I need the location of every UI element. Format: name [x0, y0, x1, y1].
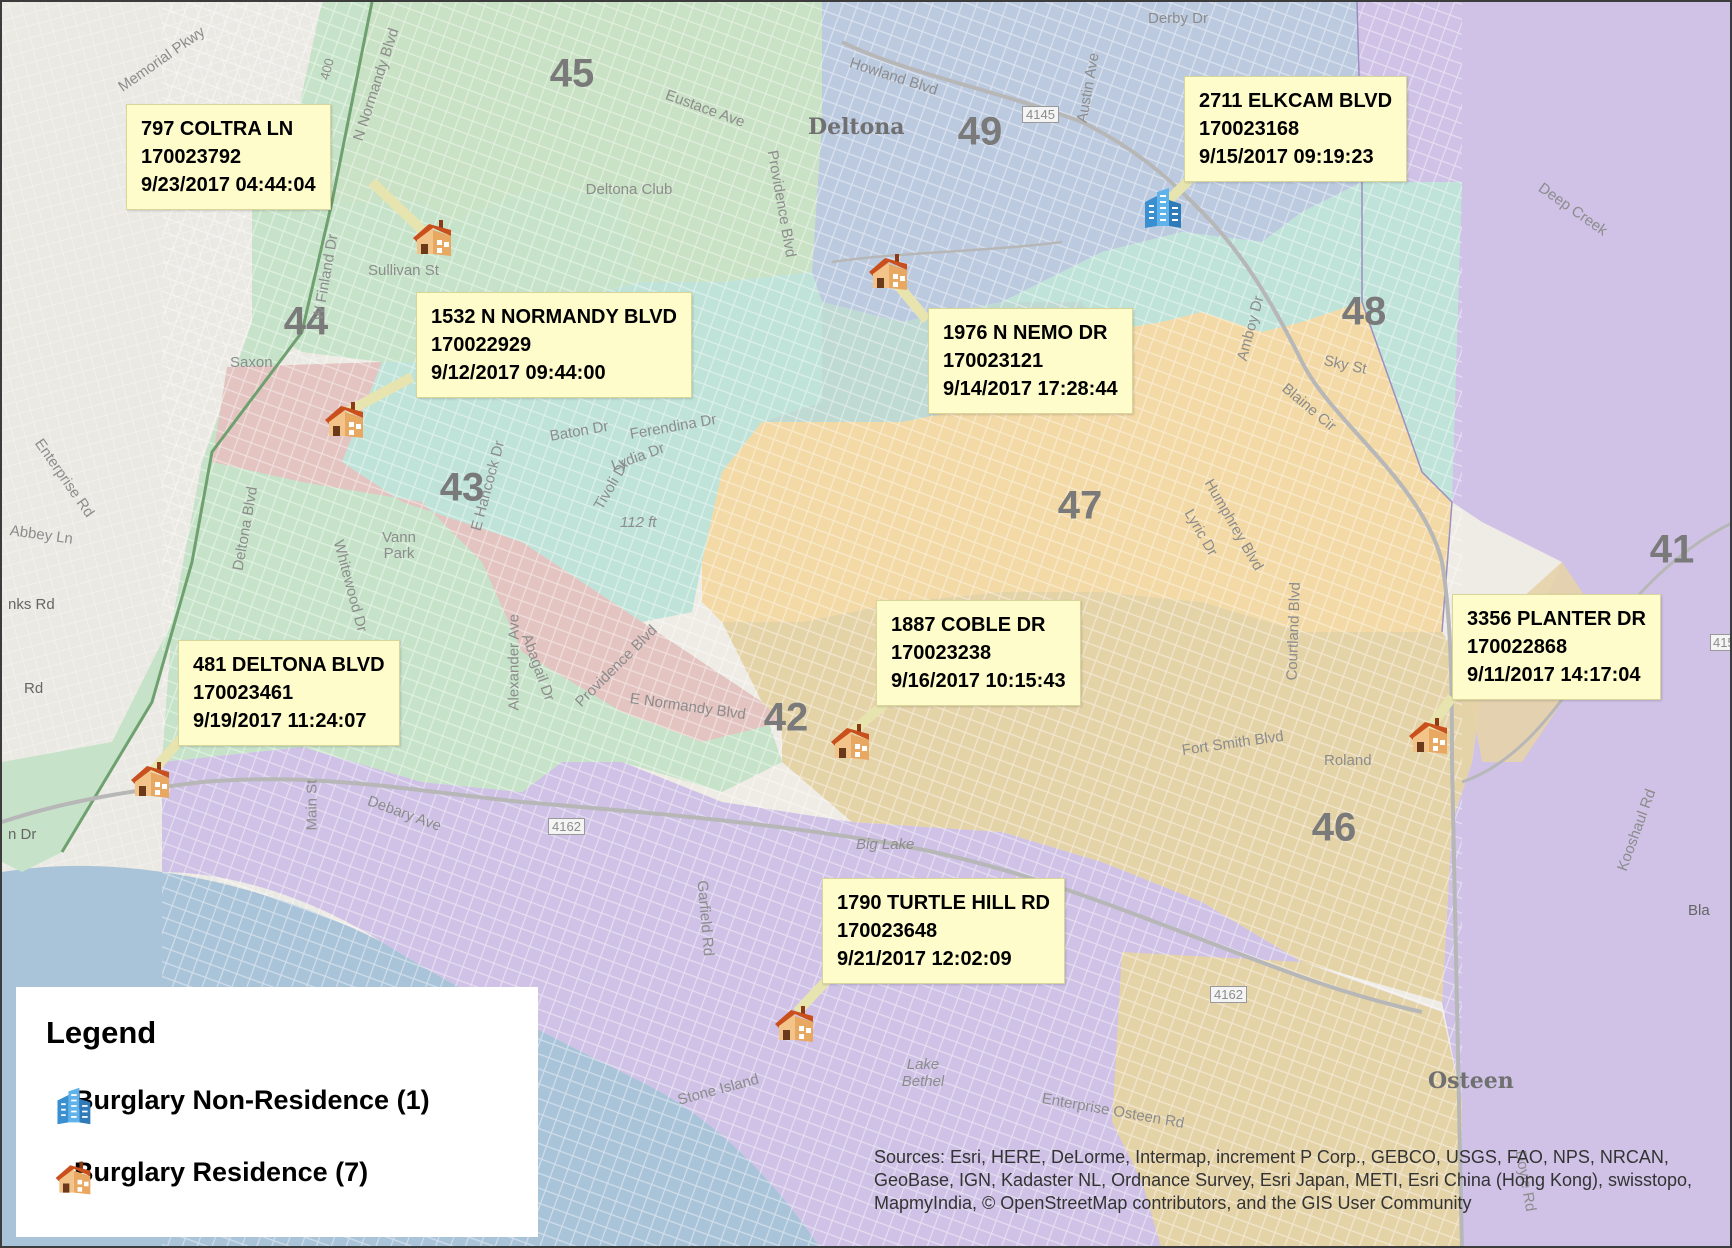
zone-label-42: 42	[763, 695, 809, 740]
map-attribution: Sources: Esri, HERE, DeLorme, Intermap, …	[874, 1147, 1693, 1213]
incident-datetime: 9/21/2017 12:02:09	[837, 948, 1012, 970]
incident-callout[interactable]: 1976 N NEMO DR 170023121 9/14/2017 17:28…	[928, 308, 1133, 414]
street-rd: Rd	[24, 680, 44, 697]
route-4162-west: 4162	[548, 818, 585, 835]
house-icon[interactable]	[771, 1002, 817, 1046]
incident-case: 170023461	[193, 682, 294, 704]
map-legend: Legend Burglary Non-Residence (1) Burgla…	[16, 987, 538, 1237]
street-ks-rd: nks Rd	[8, 596, 55, 613]
house-icon[interactable]	[827, 720, 873, 764]
place-osteen: Osteen	[1428, 1068, 1514, 1094]
route-4162-east: 4162	[1210, 986, 1247, 1003]
incident-callout[interactable]: 481 DELTONA BLVD 170023461 9/19/2017 11:…	[178, 640, 400, 746]
place-deltona: Deltona	[808, 114, 905, 140]
incident-case: 170022929	[431, 334, 532, 356]
incident-case: 170023168	[1199, 118, 1300, 140]
place-deltona-club: Deltona Club	[585, 181, 673, 198]
street-bla: Bla	[1688, 902, 1710, 919]
legend-label: Burglary Residence (7)	[74, 1157, 369, 1187]
street-sullivan: Sullivan St	[368, 262, 439, 279]
legend-title: Legend	[46, 1015, 157, 1050]
elevation-label: 112 ft	[620, 514, 657, 531]
zone-label-48: 48	[1341, 289, 1387, 334]
street-courtland: Courtland Blvd	[1283, 581, 1304, 681]
zone-label-46: 46	[1311, 805, 1357, 850]
street-derby: Derby Dr	[1148, 10, 1209, 27]
office-building-icon	[52, 1085, 94, 1127]
incident-address: 2711 ELKCAM BLVD	[1199, 90, 1393, 112]
incident-address: 481 DELTONA BLVD	[193, 654, 385, 676]
street-n-dr: n Dr	[8, 826, 37, 843]
incident-datetime: 9/11/2017 14:17:04	[1467, 664, 1641, 686]
incident-address: 3356 PLANTER DR	[1467, 608, 1646, 630]
street-alexander: Alexander Ave	[505, 614, 523, 711]
incident-address: 1976 N NEMO DR	[943, 322, 1108, 344]
incident-address: 1790 TURTLE HILL RD	[837, 892, 1050, 914]
legend-item-residence: Burglary Residence (7)	[52, 1157, 368, 1188]
incident-callout[interactable]: 1532 N NORMANDY BLVD 170022929 9/12/2017…	[416, 292, 692, 398]
zone-label-49: 49	[957, 109, 1003, 154]
legend-label: Burglary Non-Residence (1)	[74, 1085, 430, 1115]
incident-case: 170022868	[1467, 636, 1568, 658]
place-big-lake: Big Lake	[856, 836, 915, 853]
incident-case: 170023648	[837, 920, 938, 942]
place-vann-park: Vann Park	[382, 529, 416, 562]
incident-datetime: 9/16/2017 10:15:43	[891, 670, 1066, 692]
route-4145: 4145	[1022, 106, 1059, 123]
zone-label-43: 43	[439, 465, 485, 510]
legend-item-non-residence: Burglary Non-Residence (1)	[52, 1085, 430, 1116]
street-saxon: Saxon	[230, 354, 273, 371]
house-icon	[52, 1157, 94, 1199]
incident-datetime: 9/19/2017 11:24:07	[193, 710, 367, 732]
incident-address: 1532 N NORMANDY BLVD	[431, 306, 677, 328]
incident-address: 797 COLTRA LN	[141, 118, 294, 140]
street-main: Main St	[303, 779, 321, 831]
place-lake-bethel: Lake Bethel	[901, 1056, 945, 1090]
incident-case: 170023792	[141, 146, 242, 168]
incident-callout[interactable]: 2711 ELKCAM BLVD 170023168 9/15/2017 09:…	[1184, 76, 1408, 182]
street-roland: Roland	[1324, 752, 1372, 769]
house-icon[interactable]	[127, 758, 173, 802]
incident-callout[interactable]: 3356 PLANTER DR 170022868 9/11/2017 14:1…	[1452, 594, 1661, 700]
incident-datetime: 9/14/2017 17:28:44	[943, 378, 1118, 400]
office-building-icon[interactable]	[1139, 186, 1185, 230]
incident-address: 1887 COBLE DR	[891, 614, 1046, 636]
zone-label-41: 41	[1649, 527, 1695, 572]
house-icon[interactable]	[321, 398, 367, 442]
incident-datetime: 9/12/2017 09:44:00	[431, 362, 606, 384]
zone-label-44: 44	[283, 299, 329, 344]
house-icon[interactable]	[1405, 714, 1451, 758]
incident-callout[interactable]: 1887 COBLE DR 170023238 9/16/2017 10:15:…	[876, 600, 1081, 706]
incident-case: 170023121	[943, 350, 1044, 372]
house-icon[interactable]	[409, 216, 455, 260]
zone-label-47: 47	[1057, 483, 1103, 528]
house-icon[interactable]	[865, 250, 911, 294]
route-415: 415	[1710, 634, 1730, 651]
incident-callout[interactable]: 797 COLTRA LN 170023792 9/23/2017 04:44:…	[126, 104, 331, 210]
incident-case: 170023238	[891, 642, 992, 664]
incident-datetime: 9/23/2017 04:44:04	[141, 174, 316, 196]
zone-label-45: 45	[549, 51, 595, 96]
incident-datetime: 9/15/2017 09:19:23	[1199, 146, 1374, 168]
incident-callout[interactable]: 1790 TURTLE HILL RD 170023648 9/21/2017 …	[822, 878, 1065, 984]
